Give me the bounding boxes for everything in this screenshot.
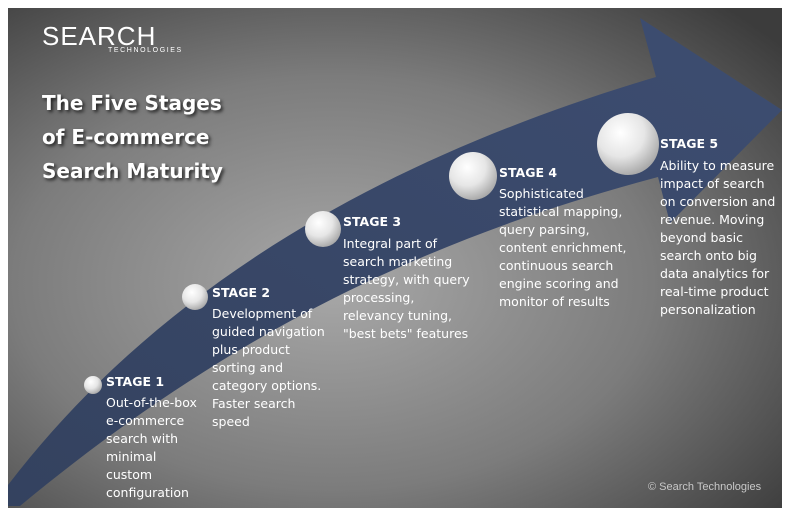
- stage-3-desc-line: Integral part of: [343, 236, 438, 251]
- stage-4-desc-line: engine scoring and: [499, 276, 619, 291]
- stage-5-desc-line: data analytics for: [660, 266, 770, 281]
- stage-4-desc-line: content enrichment,: [499, 240, 627, 255]
- stage-1-label: STAGE 1: [106, 374, 165, 389]
- stage-2-label: STAGE 2: [212, 285, 271, 300]
- stage-3-label: STAGE 3: [343, 214, 402, 229]
- logo-subtitle: TECHNOLOGIES: [108, 47, 183, 54]
- stage-5-desc-line: beyond basic: [660, 230, 743, 245]
- stage-2-desc-line: Development of: [212, 306, 313, 321]
- stage-5-label: STAGE 5: [660, 136, 719, 151]
- title-line-2: of E-commerce: [42, 125, 210, 149]
- copyright-notice: © Search Technologies: [648, 481, 762, 493]
- stage-1-desc-line: e-commerce: [106, 413, 185, 428]
- stage-4-desc-line: Sophisticated: [499, 186, 584, 201]
- logo-wordmark: SEARCH: [42, 21, 157, 51]
- stage-2-desc-line: sorting and: [212, 360, 284, 375]
- stage-3-desc-line: search marketing: [343, 254, 453, 269]
- stage-3-desc-line: processing,: [343, 290, 415, 305]
- title-line-1: The Five Stages: [42, 91, 222, 115]
- stage-5-desc-line: Ability to measure: [660, 158, 775, 173]
- stage-3-desc-line: strategy, with query: [343, 272, 470, 287]
- stage-5-desc-line: real-time product: [660, 284, 769, 299]
- stage-1-desc-line: search with: [106, 431, 179, 446]
- stage-3-orb: [305, 211, 341, 247]
- stage-4-desc-line: query parsing,: [499, 222, 590, 237]
- stage-3-desc-line: "best bets" features: [343, 326, 469, 341]
- stage-4-orb: [449, 152, 497, 200]
- stage-1-desc-line: configuration: [106, 485, 189, 500]
- stage-2-desc-line: guided navigation: [212, 324, 325, 339]
- stage-3-desc-line: relevancy tuning,: [343, 308, 452, 323]
- stage-2-desc-line: speed: [212, 414, 250, 429]
- stage-1-desc-line: minimal: [106, 449, 157, 464]
- title-line-3: Search Maturity: [42, 159, 223, 183]
- stage-5-desc-line: revenue. Moving: [660, 212, 765, 227]
- stage-4-desc-line: statistical mapping,: [499, 204, 623, 219]
- stage-5-orb: [597, 113, 659, 175]
- stage-5-desc-line: on conversion and: [660, 194, 776, 209]
- stage-2-orb: [182, 284, 208, 310]
- stage-4-label: STAGE 4: [499, 165, 558, 180]
- stage-5-desc-line: search onto big: [660, 248, 757, 263]
- growth-arrow: [8, 18, 782, 506]
- stage-5-desc-line: impact of search: [660, 176, 765, 191]
- stage-1-desc-line: custom: [106, 467, 153, 482]
- stage-1-orb: [84, 376, 102, 394]
- stage-1-desc-line: Out-of-the-box: [106, 395, 197, 410]
- stage-5-desc-line: personalization: [660, 302, 756, 317]
- stage-2-desc-line: plus product: [212, 342, 290, 357]
- stage-4-desc-line: continuous search: [499, 258, 614, 273]
- stage-4-desc-line: monitor of results: [499, 294, 610, 309]
- stage-2-desc-line: Faster search: [212, 396, 296, 411]
- stage-2-desc-line: category options.: [212, 378, 322, 393]
